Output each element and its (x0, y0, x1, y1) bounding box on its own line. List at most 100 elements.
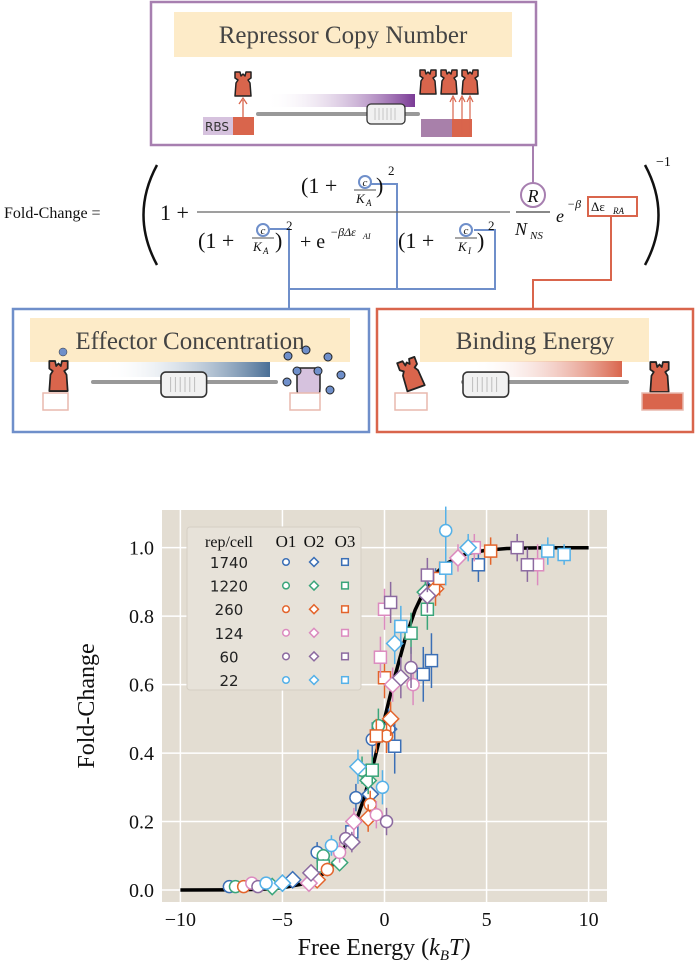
eq-sub: NS (529, 230, 543, 242)
eq-close: ) (275, 228, 282, 253)
x-tick-label: −5 (272, 909, 293, 931)
legend-marker-diamond (308, 627, 320, 639)
eq-sub: A (262, 246, 269, 256)
gradient-bar (102, 362, 270, 377)
data-point-22-o2 (459, 538, 478, 557)
rbs-label: RBS (205, 120, 229, 134)
legend-marker-square (340, 581, 350, 590)
repressor-icon (649, 361, 670, 393)
slider-knob (366, 103, 406, 125)
eq-close: ) (477, 228, 484, 253)
legend-marker-diamond (308, 556, 320, 568)
legend-operator-label: O3 (335, 532, 356, 551)
data-point-22-o1 (259, 876, 273, 890)
legend-marker-circle (281, 581, 291, 590)
data-points (222, 506, 571, 896)
legend-marker-square (340, 557, 350, 567)
data-point-124-o3 (373, 650, 388, 664)
eq-close: ) (376, 173, 383, 198)
data-point-60-o2 (342, 832, 361, 852)
legend-marker-square (340, 652, 350, 661)
eq-exp: −β (567, 197, 581, 211)
legend-marker-square (340, 675, 350, 685)
data-point-1220-o3 (404, 626, 418, 640)
legend-marker-circle (281, 675, 291, 685)
eq-R: R (527, 186, 539, 206)
repressor-icon (461, 69, 479, 95)
equation-lhs: Fold-Change = (4, 205, 101, 222)
data-point-60-o1 (379, 814, 394, 829)
effector-molecule-icon (58, 347, 68, 357)
data-point-22-o1 (375, 780, 390, 795)
data-point-124-o2 (344, 812, 364, 831)
data-point-1740-o3 (416, 667, 431, 682)
y-tick-label: 0.4 (129, 743, 154, 765)
data-point-1740-o3 (424, 653, 439, 668)
legend-rep-label: 124 (215, 625, 244, 643)
data-point-60-o1 (404, 660, 418, 675)
legend-rep-label: 60 (219, 648, 238, 666)
data-point-22-o3 (394, 619, 408, 634)
legend-marker-diamond (308, 580, 320, 592)
eq-delta-eps: Δε (591, 199, 605, 214)
legend-marker-diamond (308, 603, 320, 615)
legend-rep-label: 1220 (210, 578, 248, 596)
legend-marker-square (340, 605, 350, 614)
x-label-var: k (429, 935, 440, 961)
eq-sub: I (467, 246, 472, 256)
eq-den-open-2: (1 + (398, 228, 434, 253)
repressor-icon (419, 69, 437, 95)
data-point-260-o2 (381, 709, 400, 728)
legend-marker-circle (281, 628, 291, 637)
panel-title: Binding Energy (456, 328, 615, 355)
legend-header: rep/cell (205, 534, 254, 551)
eq-N: N (514, 219, 528, 239)
x-axis-label: Free Energy (kBT) (298, 935, 471, 964)
legend-marker-circle (281, 652, 291, 661)
data-point-60-o2 (391, 668, 410, 687)
repressor-copy-number-panel: Repressor Copy Number RBS (149, 0, 538, 147)
y-tick-label: 0.8 (129, 606, 154, 628)
gradient-bar (471, 361, 622, 377)
x-label-sub: B (440, 948, 449, 964)
data-point-60-o3 (420, 568, 435, 582)
panel-title: Effector Concentration (75, 328, 305, 355)
eq-c: c (261, 225, 266, 237)
slider-knob (462, 371, 510, 398)
eq-c: c (363, 177, 368, 189)
eq-K: K (457, 239, 468, 254)
data-point-22-o1 (324, 838, 339, 853)
x-tick-label: 5 (482, 909, 492, 931)
eq-e: e (556, 206, 564, 226)
connector-lines (270, 145, 612, 308)
arrow-up-icon (449, 94, 474, 135)
eq-c: c (464, 225, 469, 237)
data-point-22-o3 (541, 544, 555, 558)
y-tick-label: 0.2 (129, 812, 154, 834)
data-point-124-o1 (406, 677, 420, 692)
data-point-1220-o3 (365, 763, 380, 777)
legend-operator-label: O1 (276, 532, 297, 551)
legend-marker-circle (281, 557, 291, 567)
data-point-22-o3 (438, 561, 453, 575)
y-axis-label: Fold-Change (74, 643, 100, 768)
data-point-260-o1 (320, 862, 335, 877)
data-point-22-o2 (348, 757, 368, 776)
data-point-124-o2 (448, 548, 468, 568)
rbs-block (203, 117, 233, 135)
y-tick-label: 0.6 (129, 675, 154, 697)
eq-num-open: (1 + (301, 173, 337, 198)
legend-marker-square (340, 628, 350, 637)
data-point-260-o3 (369, 729, 384, 743)
x-label-tail: T) (449, 935, 470, 961)
legend-marker-diamond (308, 650, 320, 662)
panel-title-bg (174, 12, 512, 57)
legend-box (186, 526, 362, 691)
eq-sub: A (365, 198, 372, 208)
legend-marker-circle (281, 605, 291, 614)
right-paren (643, 164, 660, 266)
